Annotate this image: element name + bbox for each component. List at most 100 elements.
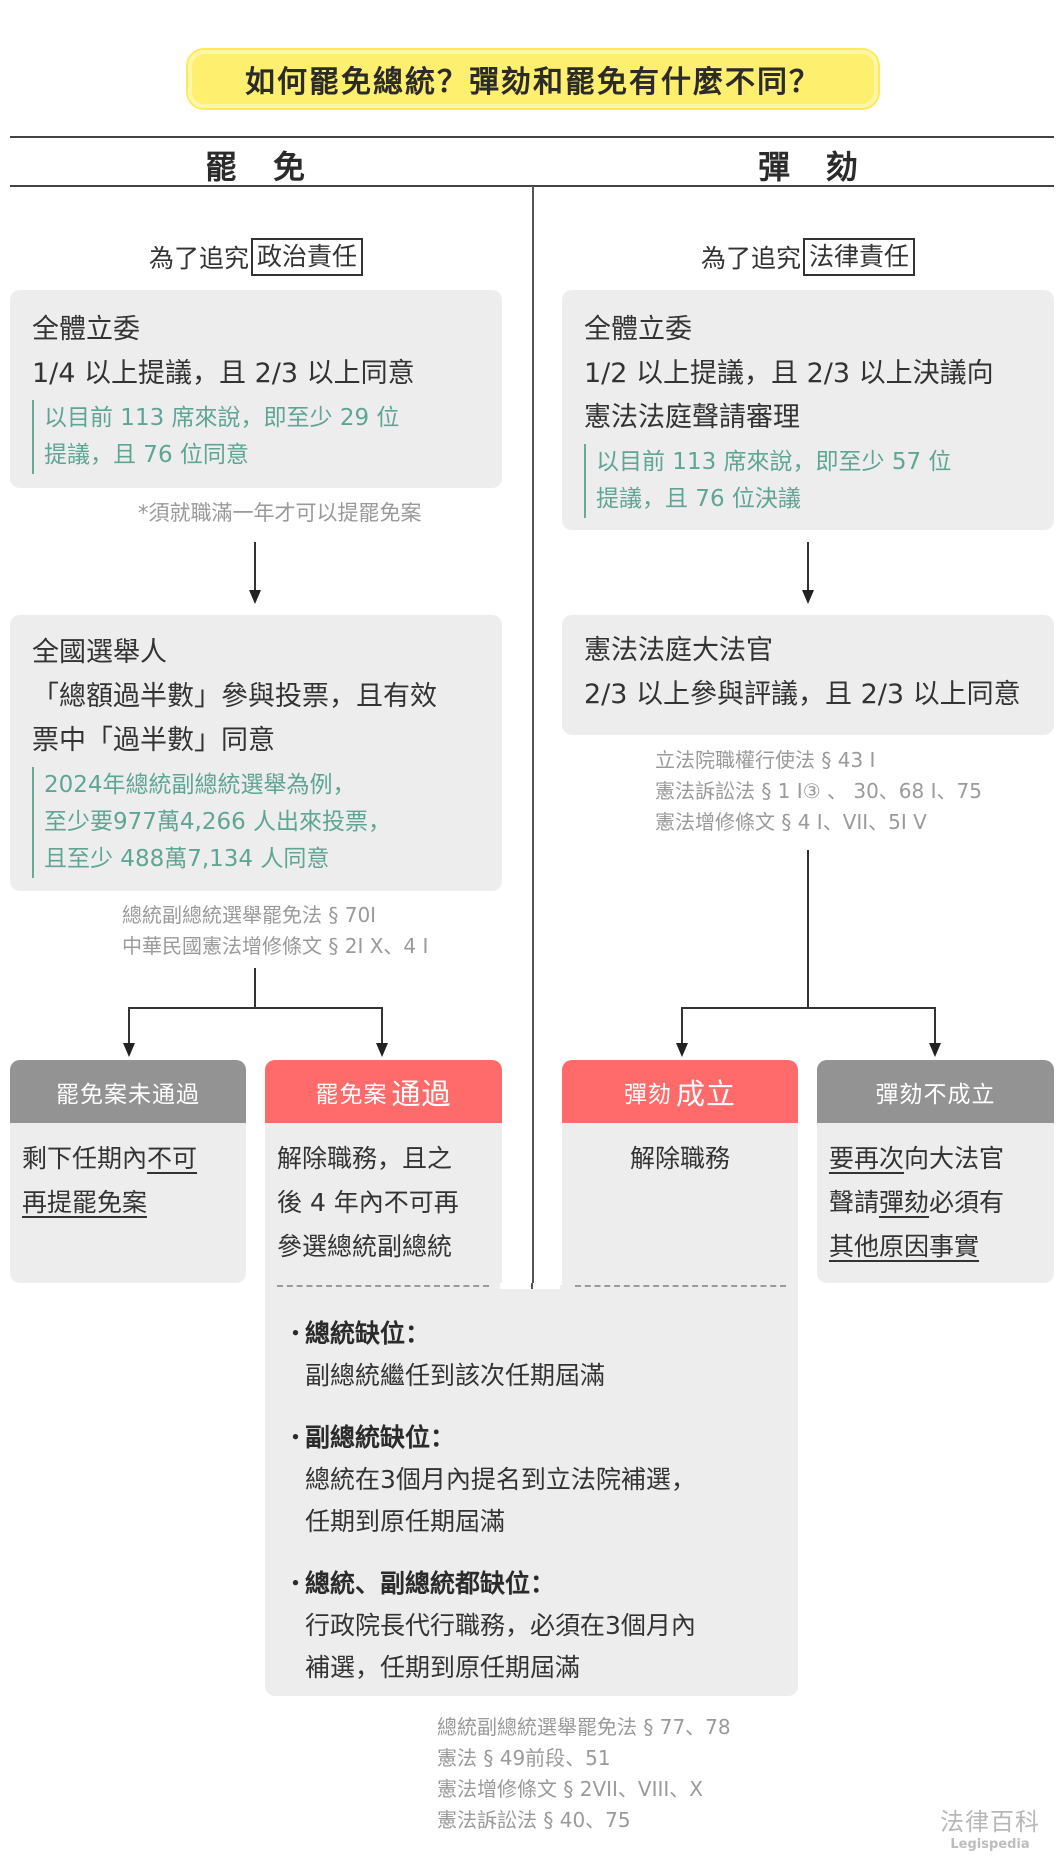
outcome-text-emphasis: 不可 xyxy=(147,1144,198,1173)
vacancy-line: 行政院長代行職務，必須在3個月內 xyxy=(305,1611,696,1640)
outcome-line: 參選總統副總統 xyxy=(277,1232,453,1261)
citation-line: 憲法增修條文 § 4 I、VII、5I V xyxy=(655,810,927,834)
vacancy-consequence-box: ・總統缺位： 副總統繼任到該次任期屆滿 ・副總統缺位： 總統在3個月內提名到立法… xyxy=(265,1283,798,1696)
branch-stem xyxy=(254,968,256,1008)
citation-line: 憲法 § 49前段、51 xyxy=(437,1746,611,1770)
recall-purpose: 為了追究政治責任 xyxy=(10,238,502,276)
arrow-down-icon xyxy=(929,1043,941,1057)
arrow-line xyxy=(254,542,256,592)
dashed-separator xyxy=(277,1285,489,1287)
vacancy-item: ・副總統缺位： 總統在3個月內提名到立法院補選， 任期到原任期屆滿 xyxy=(265,1417,798,1543)
vacancy-line: 總統在3個月內提名到立法院補選， xyxy=(305,1465,696,1494)
branch-arrow-line xyxy=(381,1007,383,1045)
column-divider xyxy=(532,186,534,1285)
citation-line: 憲法增修條文 § 2VII、VIII、X xyxy=(437,1777,703,1801)
citation-line: 憲法訴訟法 § 1 I③ 、 30、68 I、75 xyxy=(655,779,982,803)
arrow-down-icon xyxy=(676,1043,688,1057)
citation-line: 立法院職權行使法 § 43 I xyxy=(655,748,876,772)
impeach-pass-header: 彈劾成立 xyxy=(562,1060,798,1123)
impeach-step2-line: 憲法法庭大法官 xyxy=(584,635,773,666)
recall-step2-line: 「總額過半數」參與投票，且有效 xyxy=(32,681,437,712)
impeach-step1-note: 以目前 113 席來說，即至少 57 位 提議，且 76 位決議 xyxy=(584,444,1054,518)
note-line: 且至少 488萬7,134 人同意 xyxy=(44,846,330,872)
divider-gap xyxy=(500,1283,560,1289)
impeach-step1-line: 全體立委 xyxy=(584,314,692,345)
recall-fail-header: 罷免案未通過 xyxy=(10,1060,246,1123)
impeach-step2-card: 憲法法庭大法官 2/3 以上參與評議，且 2/3 以上同意 xyxy=(562,615,1054,735)
vacancy-title: 副總統缺位： xyxy=(305,1423,456,1452)
vacancy-title: 總統、副總統都缺位： xyxy=(305,1569,556,1598)
impeach-purpose-boxed: 法律責任 xyxy=(803,238,916,276)
branch-arrow-line xyxy=(128,1007,130,1045)
outcome-text-emphasis: 要再次 xyxy=(829,1144,905,1173)
recall-step2-line: 票中「過半數」同意 xyxy=(32,725,275,756)
page-title: 如何罷免總統？彈劾和罷免有什麼不同？ xyxy=(188,50,878,108)
impeach-purpose-prefix: 為了追究 xyxy=(700,244,801,273)
impeach-step1-line: 1/2 以上提議，且 2/3 以上決議向 xyxy=(584,358,994,389)
bullet-icon: ・ xyxy=(283,1569,309,1598)
branch-bar xyxy=(681,1007,936,1009)
impeach-purpose: 為了追究法律責任 xyxy=(562,238,1054,276)
outcome-text: 向大法官 xyxy=(904,1144,1005,1173)
arrow-line xyxy=(807,542,809,592)
recall-step2-line: 全國選舉人 xyxy=(32,637,167,668)
dashed-separator xyxy=(575,1285,786,1287)
impeach-step1-card: 全體立委 1/2 以上提議，且 2/3 以上決議向 憲法法庭聲請審理 以目前 1… xyxy=(562,290,1054,530)
outcome-text: 聲請 xyxy=(829,1188,880,1217)
vacancy-title: 總統缺位： xyxy=(305,1319,431,1348)
citation-line: 憲法訴訟法 § 40、75 xyxy=(437,1808,631,1832)
impeach-step1-line: 憲法法庭聲請審理 xyxy=(584,402,800,433)
recall-fail-card: 罷免案未通過 剩下任期內不可 再提罷免案 xyxy=(10,1060,246,1283)
recall-purpose-boxed: 政治責任 xyxy=(251,238,364,276)
recall-step1-card: 全體立委 1/4 以上提議，且 2/3 以上同意 以目前 113 席來說，即至少… xyxy=(10,290,502,488)
branch-stem xyxy=(807,850,809,1008)
outcome-text-emphasis: 再提罷免案 xyxy=(22,1188,148,1217)
branch-arrow-line xyxy=(934,1007,936,1045)
note-line: 至少要977萬4,266 人出來投票， xyxy=(44,809,392,835)
bullet-icon: ・ xyxy=(283,1319,309,1348)
vacancy-citations: 總統副總統選舉罷免法 § 77、78 憲法 § 49前段、51 憲法增修條文 §… xyxy=(437,1712,731,1836)
recall-pass-header: 罷免案通過 xyxy=(265,1060,502,1123)
recall-citations: 總統副總統選舉罷免法 § 70I 中華民國憲法增修條文 § 2I X、4 I xyxy=(122,900,428,962)
recall-step1-note: 以目前 113 席來說，即至少 29 位 提議，且 76 位同意 xyxy=(32,400,502,474)
recall-step1-line: 全體立委 xyxy=(32,314,140,345)
arrow-down-icon xyxy=(376,1043,388,1057)
note-line: 提議，且 76 位決議 xyxy=(596,486,801,512)
outcome-text-emphasis: 其他原因事實 xyxy=(829,1232,980,1261)
note-line: 2024年總統副總統選舉為例， xyxy=(44,772,356,798)
legispedia-logo: 法律百科 Legispedia xyxy=(930,1802,1050,1852)
impeach-column-header: 彈劾 xyxy=(757,148,894,186)
header-big: 通過 xyxy=(391,1076,452,1111)
note-line: 以目前 113 席來說，即至少 57 位 xyxy=(596,449,952,475)
header-small: 彈劾 xyxy=(623,1081,672,1108)
arrow-down-icon xyxy=(123,1043,135,1057)
top-rule xyxy=(10,136,1054,138)
logo-zh: 法律百科 xyxy=(940,1808,1040,1836)
vacancy-line: 副總統繼任到該次任期屆滿 xyxy=(305,1361,606,1390)
impeach-citations: 立法院職權行使法 § 43 I 憲法訴訟法 § 1 I③ 、 30、68 I、7… xyxy=(655,745,982,838)
recall-column-header: 罷免 xyxy=(204,148,341,186)
recall-purpose-prefix: 為了追究 xyxy=(148,244,249,273)
vacancy-item: ・總統、副總統都缺位： 行政院長代行職務，必須在3個月內 補選，任期到原任期屆滿 xyxy=(265,1563,798,1689)
vacancy-line: 補選，任期到原任期屆滿 xyxy=(305,1653,581,1682)
vacancy-line: 任期到原任期屆滿 xyxy=(305,1507,506,1536)
arrow-down-icon xyxy=(802,590,814,604)
outcome-line: 解除職務 xyxy=(629,1144,730,1173)
header-small: 罷免案 xyxy=(315,1081,388,1108)
vacancy-item: ・總統缺位： 副總統繼任到該次任期屆滿 xyxy=(265,1313,798,1397)
branch-bar xyxy=(128,1007,383,1009)
recall-footnote: *須就職滿一年才可以提罷免案 xyxy=(138,501,422,525)
logo-en: Legispedia xyxy=(950,1837,1030,1852)
impeach-fail-card: 彈劾不成立 要再次向大法官 聲請彈劾必須有 其他原因事實 xyxy=(817,1060,1054,1283)
citation-line: 中華民國憲法增修條文 § 2I X、4 I xyxy=(122,934,429,958)
recall-step2-note: 2024年總統副總統選舉為例， 至少要977萬4,266 人出來投票， 且至少 … xyxy=(32,767,502,878)
outcome-text: 必須有 xyxy=(929,1188,1005,1217)
citation-line: 總統副總統選舉罷免法 § 77、78 xyxy=(437,1715,731,1739)
impeach-step2-line: 2/3 以上參與評議，且 2/3 以上同意 xyxy=(584,679,1021,710)
note-line: 提議，且 76 位同意 xyxy=(44,442,249,468)
outcome-line: 後 4 年內不可再 xyxy=(277,1188,459,1217)
impeach-fail-header: 彈劾不成立 xyxy=(817,1060,1054,1123)
divider-stub xyxy=(531,1283,533,1289)
bullet-icon: ・ xyxy=(283,1423,309,1452)
citation-line: 總統副總統選舉罷免法 § 70I xyxy=(122,903,377,927)
